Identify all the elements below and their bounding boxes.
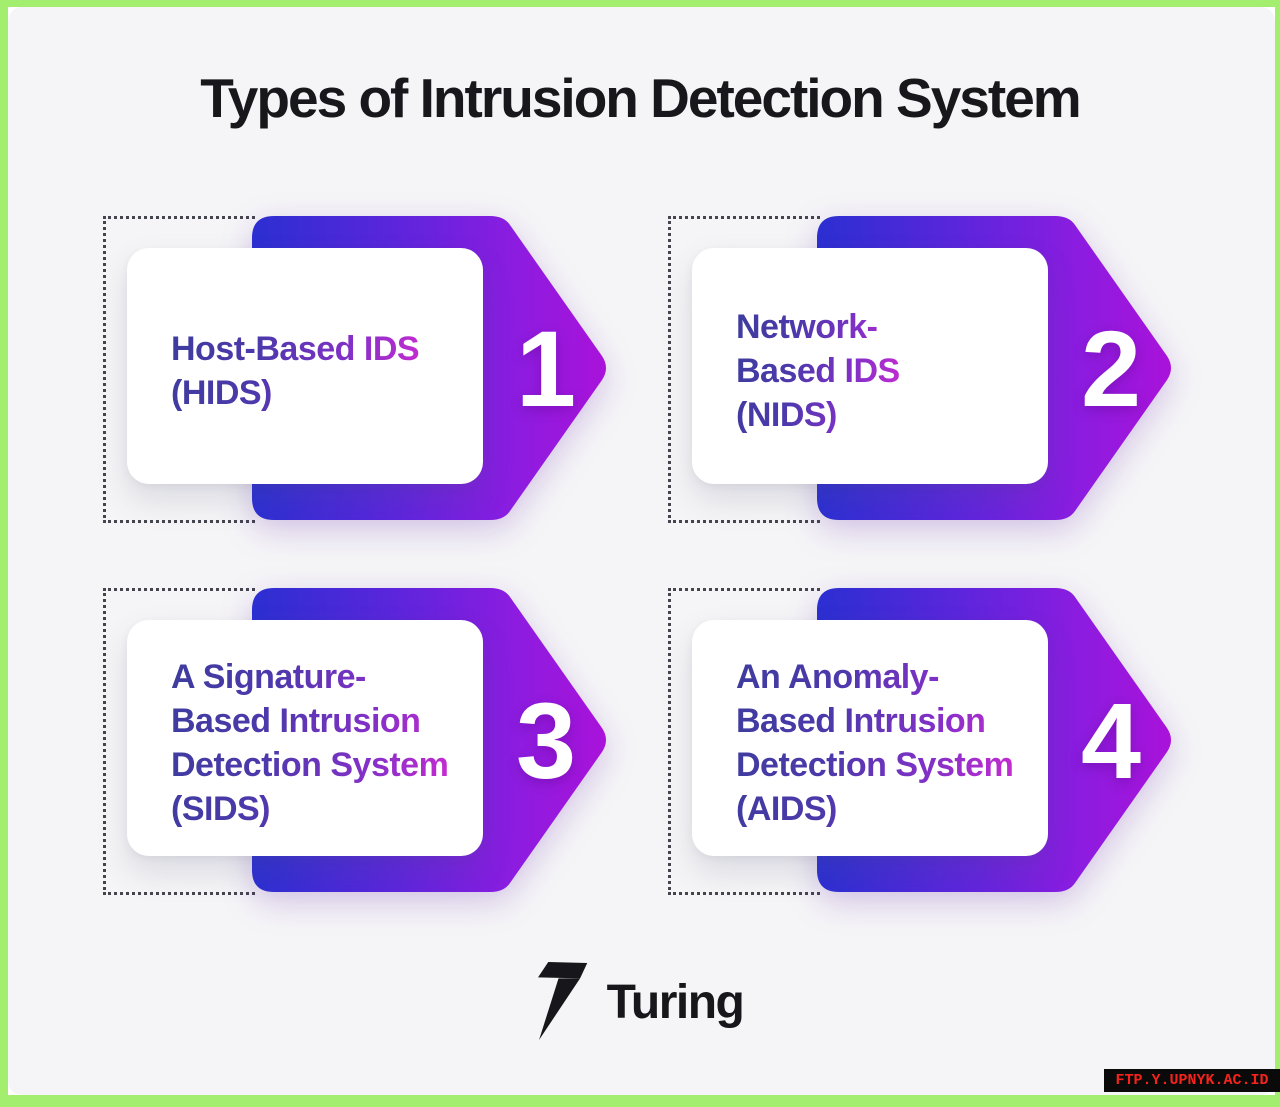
card-title: An Anomaly- Based Intrusion Detection Sy… xyxy=(736,655,1014,831)
ids-card-nids: 2 Network- Based IDS (NIDS) xyxy=(668,216,1180,524)
ids-card-hids: 1 Host-Based IDS (HIDS) xyxy=(103,216,615,524)
card-body: Host-Based IDS (HIDS) xyxy=(127,248,483,484)
content-background xyxy=(8,7,1275,1095)
ids-card-sids: 3 A Signature- Based Intrusion Detection… xyxy=(103,588,615,896)
brand-name: Turing xyxy=(606,975,745,1029)
dotted-outline xyxy=(668,216,820,523)
ids-card-aids: 4 An Anomaly- Based Intrusion Detection … xyxy=(668,588,1180,896)
card-title: Network- Based IDS (NIDS) xyxy=(736,305,900,437)
card-number: 1 xyxy=(515,307,577,429)
card-title: Host-Based IDS (HIDS) xyxy=(171,327,420,415)
watermark-text: FTP.Y.UPNYK.AC.ID xyxy=(1115,1072,1269,1089)
watermark: FTP.Y.UPNYK.AC.ID xyxy=(1104,1069,1280,1092)
page-title: Types of Intrusion Detection System xyxy=(200,67,1081,129)
card-body: Network- Based IDS (NIDS) xyxy=(692,248,1048,484)
dotted-outline xyxy=(103,216,255,523)
dotted-outline xyxy=(668,588,820,895)
dotted-outline xyxy=(103,588,255,895)
card-title: A Signature- Based Intrusion Detection S… xyxy=(171,655,449,831)
card-body: A Signature- Based Intrusion Detection S… xyxy=(127,620,483,856)
brand-footer: Turing xyxy=(537,962,745,1042)
card-number: 4 xyxy=(1080,679,1142,801)
card-body: An Anomaly- Based Intrusion Detection Sy… xyxy=(692,620,1048,856)
turing-logo-icon xyxy=(538,962,588,1040)
card-number: 2 xyxy=(1080,307,1142,429)
card-number: 3 xyxy=(515,679,577,801)
